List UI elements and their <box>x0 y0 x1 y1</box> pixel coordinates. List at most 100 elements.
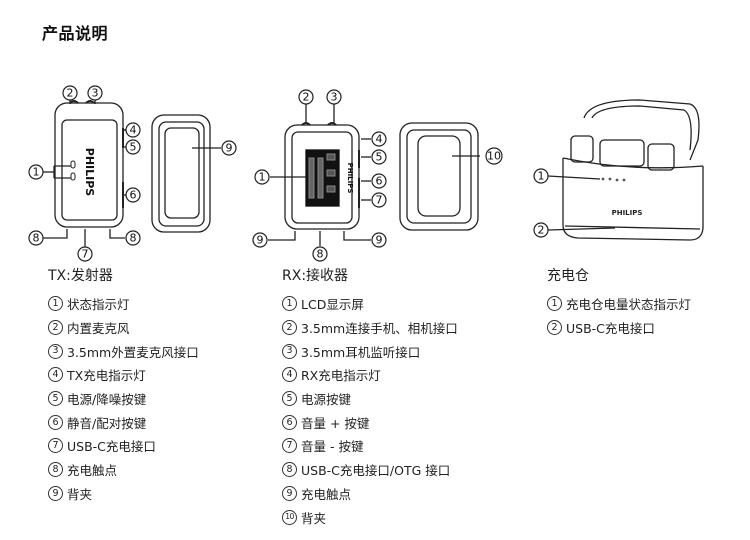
tx-callout-4: 4 <box>130 124 137 137</box>
item-label: 静音/配对按键 <box>67 415 147 431</box>
item-label: 3.5mm外置麦克风接口 <box>67 344 199 360</box>
rx-callout-3: 3 <box>331 91 338 104</box>
item-label: 音量 + 按键 <box>301 415 370 431</box>
tx-callout-2: 2 <box>67 87 74 100</box>
number-badge: 7 <box>48 438 63 454</box>
item-label: TX充电指示灯 <box>67 368 146 384</box>
tx-callout-5: 5 <box>130 141 137 154</box>
item-label: 3.5mm连接手机、相机接口 <box>301 321 458 337</box>
product-diagram: PHILIPS PHILIPS PHILIPS 2 3 4 5 1 6 8 7 … <box>28 85 704 262</box>
rx-callout-10: 10 <box>487 150 501 163</box>
case-title: 充电仓 <box>547 268 589 284</box>
number-badge: 1 <box>547 296 562 312</box>
item-label: 充电触点 <box>67 463 118 479</box>
number-badge: 10 <box>282 509 297 525</box>
rx-callout-4: 4 <box>376 133 383 146</box>
rx-callout-9-left: 9 <box>257 234 264 247</box>
number-badge: 7 <box>282 438 297 454</box>
item-label: USB-C充电接口 <box>67 439 156 455</box>
tx-callout-3: 3 <box>92 87 99 100</box>
item-label: USB-C充电接口 <box>566 321 655 337</box>
number-badge: 3 <box>282 343 297 359</box>
item-label: 3.5mm耳机监听接口 <box>301 344 421 360</box>
item-label: 状态指示灯 <box>67 297 130 313</box>
tx-front-illustration <box>54 100 124 228</box>
rx-title: RX:接收器 <box>282 268 349 284</box>
number-badge: 3 <box>48 343 63 359</box>
number-badge: 1 <box>48 296 63 312</box>
case-brand-logo: PHILIPS <box>612 209 643 217</box>
item-label: USB-C充电接口/OTG 接口 <box>301 463 451 479</box>
tx-brand-logo: PHILIPS <box>83 148 96 197</box>
number-badge: 2 <box>48 320 63 336</box>
item-label: 背夹 <box>301 510 327 526</box>
number-badge: 5 <box>282 391 297 407</box>
number-badge: 5 <box>48 391 63 407</box>
number-badge: 9 <box>282 485 297 501</box>
tx-title: TX:发射器 <box>48 268 113 284</box>
rx-back-illustration <box>399 122 479 231</box>
rx-lcd-display <box>308 153 336 199</box>
number-badge: 4 <box>48 367 63 383</box>
item-label: LCD显示屏 <box>301 297 364 313</box>
rx-callout-7: 7 <box>376 194 383 207</box>
number-badge: 9 <box>48 485 63 501</box>
item-label: 音量 - 按键 <box>301 439 364 455</box>
rx-callout-5: 5 <box>376 151 383 164</box>
rx-brand-logo: PHILIPS <box>346 163 354 194</box>
item-label: 内置麦克风 <box>67 321 130 337</box>
case-callout-2: 2 <box>538 224 545 237</box>
item-label: 充电触点 <box>301 486 352 502</box>
tx-callout-1: 1 <box>33 166 40 179</box>
number-badge: 2 <box>547 320 562 336</box>
case-callout-1: 1 <box>538 170 545 183</box>
tx-callout-7: 7 <box>82 248 89 261</box>
rx-callout-1: 1 <box>259 171 266 184</box>
number-badge: 6 <box>48 414 63 430</box>
rx-callout-9-right: 9 <box>376 234 383 247</box>
tx-callout-8-right: 8 <box>130 232 137 245</box>
number-badge: 2 <box>282 320 297 336</box>
rx-callout-2: 2 <box>303 91 310 104</box>
tx-callout-6: 6 <box>130 189 137 202</box>
item-label: RX充电指示灯 <box>301 368 381 384</box>
number-badge: 1 <box>282 296 297 312</box>
item-label: 电源按键 <box>301 392 352 408</box>
rx-callout-6: 6 <box>376 175 383 188</box>
number-badge: 4 <box>282 367 297 383</box>
item-label: 电源/降噪按键 <box>67 392 147 408</box>
item-label: 充电仓电量状态指示灯 <box>566 297 692 313</box>
tx-back-illustration <box>151 114 211 233</box>
tx-callout-8-left: 8 <box>33 232 40 245</box>
rx-callout-8: 8 <box>317 248 324 261</box>
tx-callout-9: 9 <box>226 142 233 155</box>
case-battery-leds <box>601 177 626 182</box>
number-badge: 8 <box>48 462 63 478</box>
